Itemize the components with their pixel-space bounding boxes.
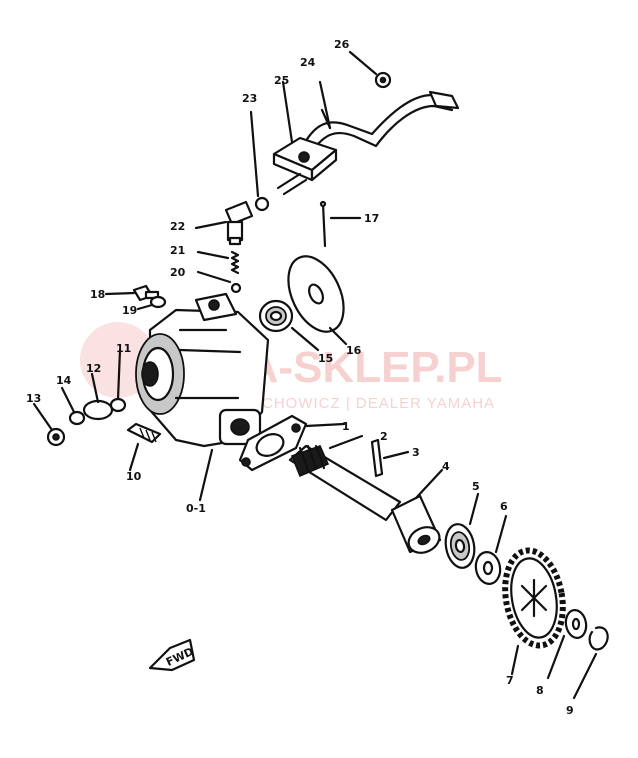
callout-9: 9	[566, 704, 574, 717]
callout-25: 25	[274, 74, 289, 87]
bolt-18	[104, 284, 160, 302]
callout-18: 18	[90, 288, 105, 301]
pin-17	[319, 200, 362, 248]
callout-5: 5	[472, 480, 480, 493]
washer-11	[109, 348, 127, 413]
callout-20: 20	[170, 266, 186, 279]
callout-14: 14	[56, 374, 72, 387]
callout-16: 16	[346, 344, 362, 357]
callout-1: 1	[342, 420, 350, 433]
nut-13	[32, 402, 66, 447]
bearing-5	[444, 492, 480, 569]
washer-19	[136, 295, 167, 311]
callout-23: 23	[242, 92, 257, 105]
pump-body	[135, 292, 270, 502]
spring-21	[196, 250, 240, 275]
callout-15: 15	[318, 352, 333, 365]
delivery-pipe-24	[300, 80, 460, 154]
callout-0-1: 0-1	[186, 502, 206, 515]
callout-17: 17	[364, 212, 379, 225]
callout-4: 4	[442, 460, 450, 473]
callout-12: 12	[86, 362, 101, 375]
screw-10	[126, 422, 162, 472]
circlip-9	[572, 626, 609, 700]
pin-3	[370, 438, 410, 478]
banjo-bolt-22	[194, 110, 270, 246]
plate-12	[82, 372, 114, 421]
worm-shaft-2	[288, 434, 402, 522]
callout-10: 10	[126, 470, 142, 483]
bushing-4	[390, 468, 444, 554]
oil-seal-15	[258, 299, 320, 352]
callout-21: 21	[170, 244, 185, 257]
gasket-16	[287, 255, 348, 346]
callout-13: 13	[26, 392, 41, 405]
callout-2: 2	[380, 430, 388, 443]
callout-22: 22	[170, 220, 185, 233]
callout-19: 19	[122, 304, 137, 317]
watermark-sub-text: CHOWICZ | DEALER YAMAHA	[262, 395, 495, 412]
forward-direction-arrow: FWD	[148, 638, 196, 672]
gasket-1	[238, 414, 346, 472]
washer-6	[474, 514, 508, 585]
callout-7: 7	[506, 674, 514, 687]
callout-26: 26	[334, 38, 350, 51]
washer-8	[546, 609, 588, 680]
callout-11: 11	[116, 342, 131, 355]
banjo-block-25	[272, 80, 338, 196]
callout-24: 24	[300, 56, 316, 69]
callout-8: 8	[536, 684, 544, 697]
washer-14	[60, 386, 86, 426]
nut-26	[348, 50, 392, 89]
callout-labels: 1 2 3 4 5 6 7 8 9 10 11 12 13 14 15 16 1…	[26, 38, 574, 717]
callout-6: 6	[500, 500, 508, 513]
gear-7	[502, 547, 566, 676]
callout-3: 3	[412, 446, 420, 459]
check-ball-20	[196, 270, 242, 294]
